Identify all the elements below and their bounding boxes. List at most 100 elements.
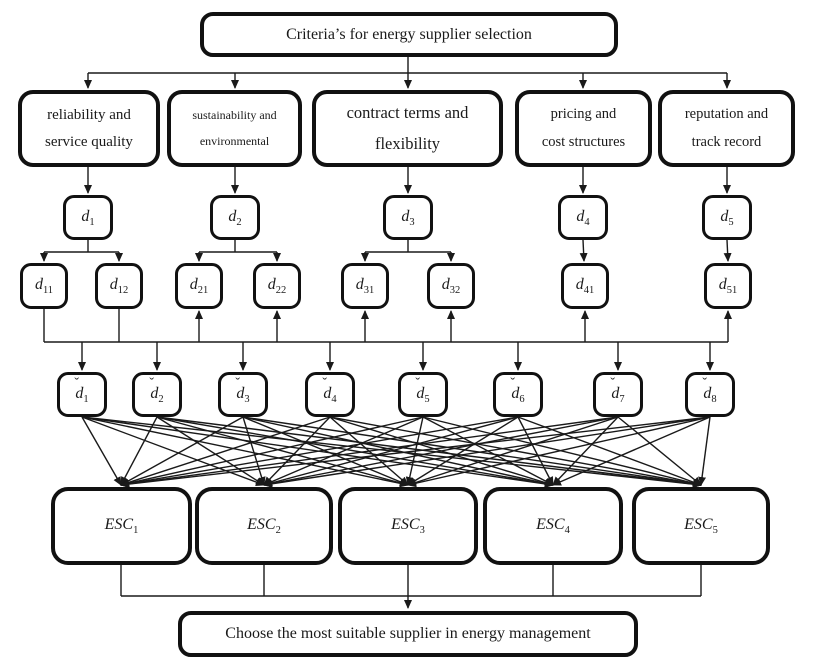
- goal-node: Criteria’s for energy supplier selection: [200, 12, 618, 57]
- connector-arrow: [120, 416, 424, 488]
- criterion-node-contract-terms-flexibility: contract terms and flexibility: [312, 90, 503, 167]
- subdimension-node-d31: d31: [341, 263, 389, 309]
- subdimension-node-d21: d21: [175, 263, 223, 309]
- dimension-node-d1: d1: [63, 195, 113, 240]
- connector-arrow: [120, 416, 619, 488]
- connector-arrow: [81, 416, 265, 486]
- criterion-label-line: sustainability and: [192, 108, 277, 123]
- node-label: d5: [720, 207, 734, 228]
- node-label: ESC1: [104, 516, 139, 536]
- subdimension-node-d12: d12: [95, 263, 143, 309]
- caron-accent: ˇ: [235, 375, 241, 391]
- node-label: ESC5: [684, 516, 718, 536]
- subdimension-node-d51: d51: [704, 263, 752, 309]
- connector-arrow: [156, 416, 409, 487]
- connector-arrow: [120, 416, 711, 489]
- connector-arrow: [81, 416, 122, 486]
- criterion-label-line: cost structures: [541, 133, 626, 150]
- decision-node-label: Choose the most suitable supplier in ene…: [225, 625, 591, 642]
- node-label: d4: [576, 207, 590, 228]
- alternative-node-esc5: ESC5: [632, 487, 770, 565]
- decision-node: Choose the most suitable supplier in ene…: [178, 611, 638, 657]
- criterion-node-reliability-service-quality: reliability and service quality: [18, 90, 160, 167]
- alternative-node-esc2: ESC2: [195, 487, 333, 565]
- criterion-node-sustainability-environmental: sustainability and environmental: [167, 90, 302, 167]
- caron-accent: ˇ: [149, 375, 155, 391]
- node-label: d2: [228, 207, 242, 228]
- caron-accent: ˇ: [415, 375, 421, 391]
- node-label: d11: [34, 276, 54, 296]
- dimension-node-d4: d4: [558, 195, 608, 240]
- criterion-label-line: flexibility: [374, 133, 441, 153]
- connector-arrow: [81, 416, 409, 488]
- node-label: d32: [441, 276, 461, 296]
- connector-arrow: [407, 416, 619, 487]
- connector-arrow: [698, 416, 711, 486]
- connector-arrow: [156, 416, 702, 488]
- criterion-label-line: environmental: [199, 133, 270, 148]
- connector-arrow: [263, 416, 519, 487]
- node-label: d12: [109, 276, 129, 296]
- subdimension-node-d32: d32: [427, 263, 475, 309]
- connector-arrow: [579, 239, 588, 262]
- connector-arrow: [156, 416, 554, 488]
- connector-arrow: [120, 416, 244, 486]
- node-label: ESC2: [247, 516, 281, 536]
- subdimension-node-d41: d41: [561, 263, 609, 309]
- goal-node-label: Criteria’s for energy supplier selection: [286, 25, 532, 43]
- connector-arrow: [407, 416, 711, 488]
- connector-arrow: [263, 416, 619, 488]
- connector-arrow: [242, 416, 266, 486]
- connector-arrow: [120, 416, 331, 487]
- node-label: d21: [189, 276, 209, 296]
- node-label: ESC4: [536, 516, 570, 536]
- dimension-node-d3: d3: [383, 195, 433, 240]
- criterion-label-line: reliability and: [47, 107, 131, 124]
- criterion-label-line: pricing and: [550, 105, 617, 122]
- caron-accent: ˇ: [702, 375, 708, 391]
- caron-accent: ˇ: [610, 375, 616, 391]
- connector-arrow: [407, 416, 519, 486]
- node-label: d41: [575, 276, 595, 296]
- connector-arrow: [156, 416, 265, 486]
- connector-arrow: [120, 416, 158, 486]
- dimension-node-d5: d5: [702, 195, 752, 240]
- alternative-node-esc4: ESC4: [483, 487, 623, 565]
- dimension-node-d2: d2: [210, 195, 260, 240]
- connector-arrow: [517, 416, 702, 486]
- caron-accent: ˇ: [322, 375, 328, 391]
- caron-accent: ˇ: [510, 375, 516, 391]
- node-label: d3: [401, 207, 415, 228]
- connector-arrow: [263, 416, 711, 488]
- caron-accent: ˇ: [74, 375, 80, 391]
- subdimension-node-d22: d22: [253, 263, 301, 309]
- node-label: d1: [81, 207, 95, 228]
- criterion-node-pricing-cost-structures: pricing and cost structures: [515, 90, 652, 167]
- connector-arrow: [329, 416, 702, 488]
- node-label: d22: [267, 276, 287, 296]
- connector-arrow: [723, 239, 732, 262]
- alternative-node-esc3: ESC3: [338, 487, 478, 565]
- connector-arrow: [263, 416, 424, 486]
- node-label: ESC3: [391, 516, 425, 536]
- connector-arrow: [552, 416, 711, 486]
- criterion-node-reputation-track-record: reputation and track record: [658, 90, 795, 167]
- connector-arrow: [242, 416, 409, 486]
- criterion-label-line: track record: [691, 133, 762, 150]
- criterion-label-line: service quality: [45, 133, 133, 150]
- alternative-node-esc1: ESC1: [51, 487, 192, 565]
- connector-arrow: [120, 416, 519, 488]
